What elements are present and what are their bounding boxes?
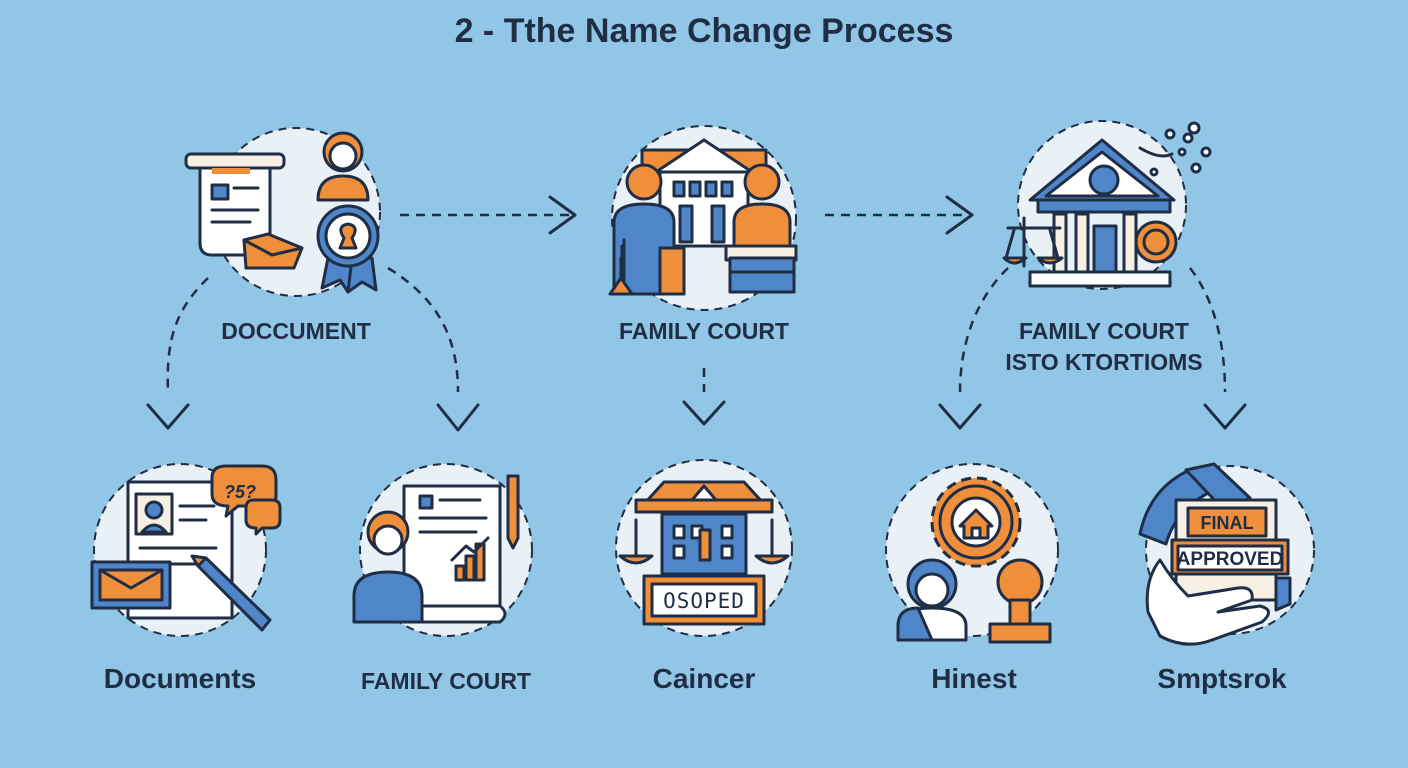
bottom-node-2-label: FAMILY COURT (361, 668, 531, 694)
connector-doc-right (387, 266, 460, 393)
top-node-3-label-line1: FAMILY COURT (1019, 318, 1189, 344)
arrowhead-doc-left (146, 403, 190, 430)
bottom-node-1-label: Documents (103, 663, 257, 694)
connectors (146, 195, 1247, 432)
court-sign-text: OSOPED (663, 589, 745, 613)
courthouse-scales-icon (1002, 120, 1212, 290)
bottom-node-5-label: Smptsrok (1157, 663, 1287, 694)
arrowhead-court3-right (1203, 403, 1247, 430)
arrowhead-doc-right (436, 403, 480, 432)
arrowhead-top-1-2 (548, 195, 577, 235)
person-document-icon (352, 463, 533, 637)
top-node-3-label-line2: ISTO KTORTIOMS (1005, 349, 1203, 375)
arrowhead-top-2-3 (945, 195, 974, 235)
arrowhead-court-down (682, 400, 726, 426)
svg-text:?5?: ?5? (224, 482, 256, 502)
bottom-node-4-label: Hinest (931, 663, 1017, 694)
approved-hand-icon (1138, 462, 1315, 646)
top-node-1-label: DOCCUMENT (221, 318, 371, 344)
connector-court3-left (958, 267, 1009, 393)
connector-court3-right (1189, 267, 1227, 393)
documents-icon: ?5? (90, 463, 282, 637)
badge-final-text: FINAL (1201, 513, 1254, 533)
family-court-icon (608, 125, 798, 311)
bottom-node-3-label: Caincer (652, 663, 756, 694)
arrowhead-court3-left (938, 403, 982, 430)
badge-approved-text: APPROVED (1177, 549, 1284, 570)
court-building-icon (615, 459, 793, 637)
page-title: 2 - Tthe Name Change Process (454, 12, 954, 50)
document-certificate-icon (184, 127, 381, 297)
person-stamp-icon (885, 463, 1059, 644)
top-node-2-label: FAMILY COURT (619, 318, 789, 344)
top-node-3-label: FAMILY COURT ISTO KTORTIOMS (976, 316, 1232, 378)
